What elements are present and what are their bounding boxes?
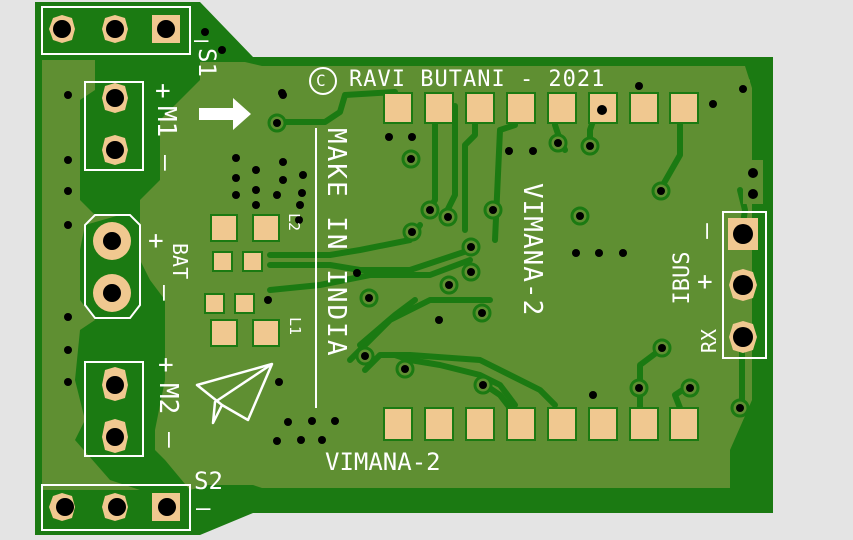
ground-plane-lower [42, 440, 140, 490]
ground-plane-bottom-right [262, 470, 728, 488]
module-bottom-pads [383, 407, 699, 441]
smd-pads-l1-l2 [204, 214, 280, 347]
connector-m2 [84, 361, 144, 457]
module-top-pads [383, 92, 699, 124]
copyright-icon [309, 67, 337, 95]
vias-stitching [64, 28, 747, 445]
connector-m1 [84, 81, 144, 171]
ground-plane-left [42, 60, 120, 440]
connector-s1 [41, 6, 191, 55]
connector-s2 [41, 484, 191, 531]
ground-plane-right-strip [735, 72, 750, 165]
vias-ringed [267, 113, 750, 418]
connector-bat [84, 214, 141, 319]
arrow-right-icon [199, 98, 251, 130]
connector-ibus [722, 160, 767, 359]
silkscreen [195, 67, 337, 425]
paper-plane-icon [195, 362, 274, 425]
